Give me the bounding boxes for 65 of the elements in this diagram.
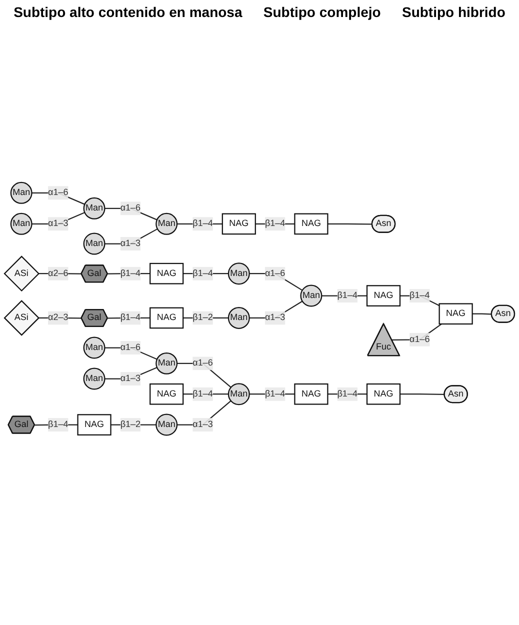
- node-box: NAG: [222, 213, 256, 235]
- section-heading: Subtipo alto contenido en manosa: [14, 4, 242, 20]
- edge-label: α1–3: [48, 219, 68, 229]
- edge-label: β1–4: [264, 219, 286, 229]
- edge-label: α1–3: [192, 420, 213, 430]
- edge-label: β1–2: [192, 313, 213, 323]
- connector: [177, 363, 232, 388]
- edge-label: β1–4: [410, 290, 430, 300]
- node-diamond: ASi: [4, 256, 40, 292]
- edge-label: α1–6: [410, 334, 430, 344]
- edge-label: α1–6: [264, 268, 286, 278]
- node-box: NAG: [366, 285, 401, 307]
- edge-label: β1–4: [337, 290, 358, 300]
- edge-label: α1–6: [192, 358, 213, 368]
- connector: [472, 313, 492, 315]
- edge-label: β1–4: [192, 219, 213, 229]
- node-box: NAG: [294, 384, 328, 405]
- connector: [249, 273, 303, 291]
- connector: [104, 347, 158, 360]
- node-circle: Man: [228, 262, 250, 285]
- node-circle: Man: [83, 232, 106, 255]
- node-box: NAG: [77, 414, 112, 436]
- node-circle: Man: [156, 352, 178, 375]
- connector: [32, 192, 85, 205]
- edge-label: α1–6: [48, 188, 68, 198]
- edge-label: β1–4: [120, 268, 141, 278]
- node-circle: Man: [83, 198, 106, 220]
- edge-label: β1–2: [120, 420, 141, 430]
- node-circle: Man: [228, 383, 250, 406]
- edge-label: β1–4: [192, 268, 213, 278]
- node-circle: Man: [228, 307, 250, 330]
- node-box: NAG: [294, 213, 328, 235]
- connector: [328, 224, 372, 225]
- node-circle: Man: [10, 182, 32, 204]
- edge-label: β1–4: [192, 389, 213, 399]
- node-circle: Man: [300, 284, 322, 307]
- edge-label: β1–4: [337, 389, 358, 399]
- connector: [400, 295, 440, 306]
- edge-label: β1–4: [264, 389, 286, 399]
- connector: [177, 400, 232, 426]
- node-diamond: ASi: [4, 300, 40, 336]
- node-box: NAG: [150, 263, 184, 284]
- node-box: NAG: [366, 384, 401, 405]
- edge-label: β1–4: [120, 313, 141, 323]
- node-circle: Man: [156, 213, 178, 236]
- node-circle: Man: [10, 213, 32, 236]
- node-circle: Man: [83, 368, 106, 390]
- connector: [392, 324, 442, 341]
- edge-label: α1–6: [120, 342, 141, 352]
- edge-label: α2–3: [48, 313, 68, 323]
- edge-label: α1–6: [120, 204, 141, 214]
- section-heading: Subtipo complejo: [263, 4, 381, 20]
- node-box: NAG: [438, 303, 473, 325]
- connector: [104, 208, 158, 220]
- edge-label: α1–3: [264, 313, 286, 323]
- edge-label: α1–3: [120, 238, 141, 248]
- node-circle: Man: [156, 414, 178, 436]
- edge-label: α2–6: [48, 268, 68, 278]
- node-box: NAG: [150, 384, 184, 405]
- edge-label: β1–4: [48, 420, 68, 430]
- edge-label: α1–3: [120, 374, 141, 384]
- node-circle: Man: [83, 336, 106, 359]
- connector: [400, 394, 445, 396]
- node-box: NAG: [150, 307, 184, 329]
- section-heading: Subtipo hibrido: [402, 4, 506, 20]
